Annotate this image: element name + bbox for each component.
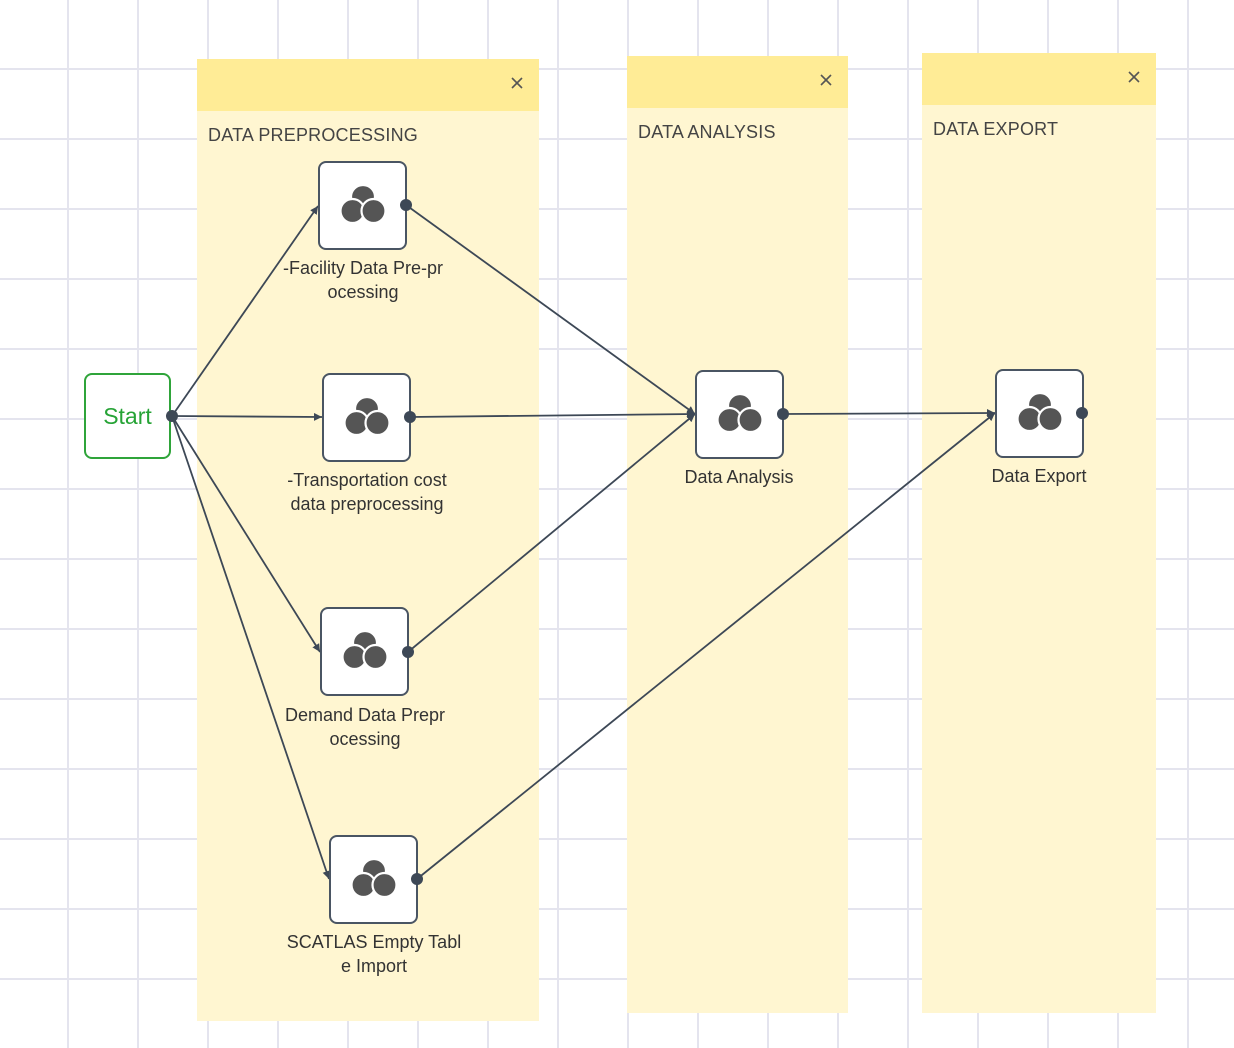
three-circles-icon xyxy=(715,392,764,433)
start-output-port[interactable] xyxy=(166,410,178,422)
label-line: Demand Data Prepr xyxy=(284,705,446,725)
node-label-facility: -Facility Data Pre-pr ocessing xyxy=(253,256,473,304)
label-line: -Facility Data Pre-pr xyxy=(282,258,444,278)
three-circles-icon xyxy=(340,629,389,670)
node-label-analysis: Data Analysis xyxy=(629,465,849,489)
node-data-export[interactable] xyxy=(995,369,1084,458)
group-header[interactable] xyxy=(197,59,539,111)
close-icon[interactable] xyxy=(1124,67,1144,87)
node-facility-data-preprocessing[interactable] xyxy=(318,161,407,250)
node-transportation-cost-preprocessing[interactable] xyxy=(322,373,411,462)
edge-demand-to-analysis[interactable] xyxy=(407,413,696,653)
label-line: ocessing xyxy=(327,282,399,302)
label-line: data preprocessing xyxy=(290,494,444,514)
edge-start-to-scatlas[interactable] xyxy=(171,415,331,880)
label-line: ocessing xyxy=(329,729,401,749)
close-icon[interactable] xyxy=(507,73,527,93)
node-label-demand: Demand Data Prepr ocessing xyxy=(255,703,475,751)
group-header[interactable] xyxy=(922,53,1156,105)
three-circles-icon xyxy=(1015,391,1064,432)
node-label-transport: -Transportation cost data preprocessing xyxy=(257,468,477,516)
label-line: -Transportation cost xyxy=(287,470,447,490)
group-data-analysis[interactable]: DATA ANALYSIS xyxy=(627,56,848,1013)
group-title: DATA EXPORT xyxy=(933,119,1059,139)
export-output-port[interactable] xyxy=(1076,407,1088,419)
node-scatlas-empty-table-import[interactable] xyxy=(329,835,418,924)
three-circles-icon xyxy=(349,857,398,898)
scatlas-output-port[interactable] xyxy=(411,873,423,885)
start-node[interactable]: Start xyxy=(84,373,171,459)
group-data-export[interactable]: DATA EXPORT xyxy=(922,53,1156,1013)
analysis-output-port[interactable] xyxy=(777,408,789,420)
edge-start-to-transport[interactable] xyxy=(171,412,323,421)
group-header[interactable] xyxy=(627,56,848,108)
label-line: SCATLAS Empty Tabl xyxy=(286,932,462,952)
label-line: e Import xyxy=(340,956,408,976)
label-line: Data Analysis xyxy=(684,467,794,487)
close-icon[interactable] xyxy=(816,70,836,90)
node-demand-data-preprocessing[interactable] xyxy=(320,607,409,696)
group-title: DATA ANALYSIS xyxy=(638,122,776,142)
edge-start-to-demand[interactable] xyxy=(171,415,321,653)
label-line: Data Export xyxy=(991,466,1087,486)
transport-output-port[interactable] xyxy=(404,411,416,423)
three-circles-icon xyxy=(338,183,387,224)
demand-output-port[interactable] xyxy=(402,646,414,658)
node-label-export: Data Export xyxy=(929,464,1149,488)
node-label-scatlas: SCATLAS Empty Tabl e Import xyxy=(264,930,484,978)
group-title: DATA PREPROCESSING xyxy=(208,125,418,145)
edge-start-to-facility[interactable] xyxy=(171,205,319,417)
three-circles-icon xyxy=(342,395,391,436)
node-data-analysis[interactable] xyxy=(695,370,784,459)
facility-output-port[interactable] xyxy=(400,199,412,211)
edge-scatlas-to-export[interactable] xyxy=(416,412,996,880)
edge-analysis-to-export[interactable] xyxy=(782,409,996,418)
edge-facility-to-analysis[interactable] xyxy=(405,204,696,415)
start-label: Start xyxy=(103,402,152,429)
edge-transport-to-analysis[interactable] xyxy=(409,410,696,419)
